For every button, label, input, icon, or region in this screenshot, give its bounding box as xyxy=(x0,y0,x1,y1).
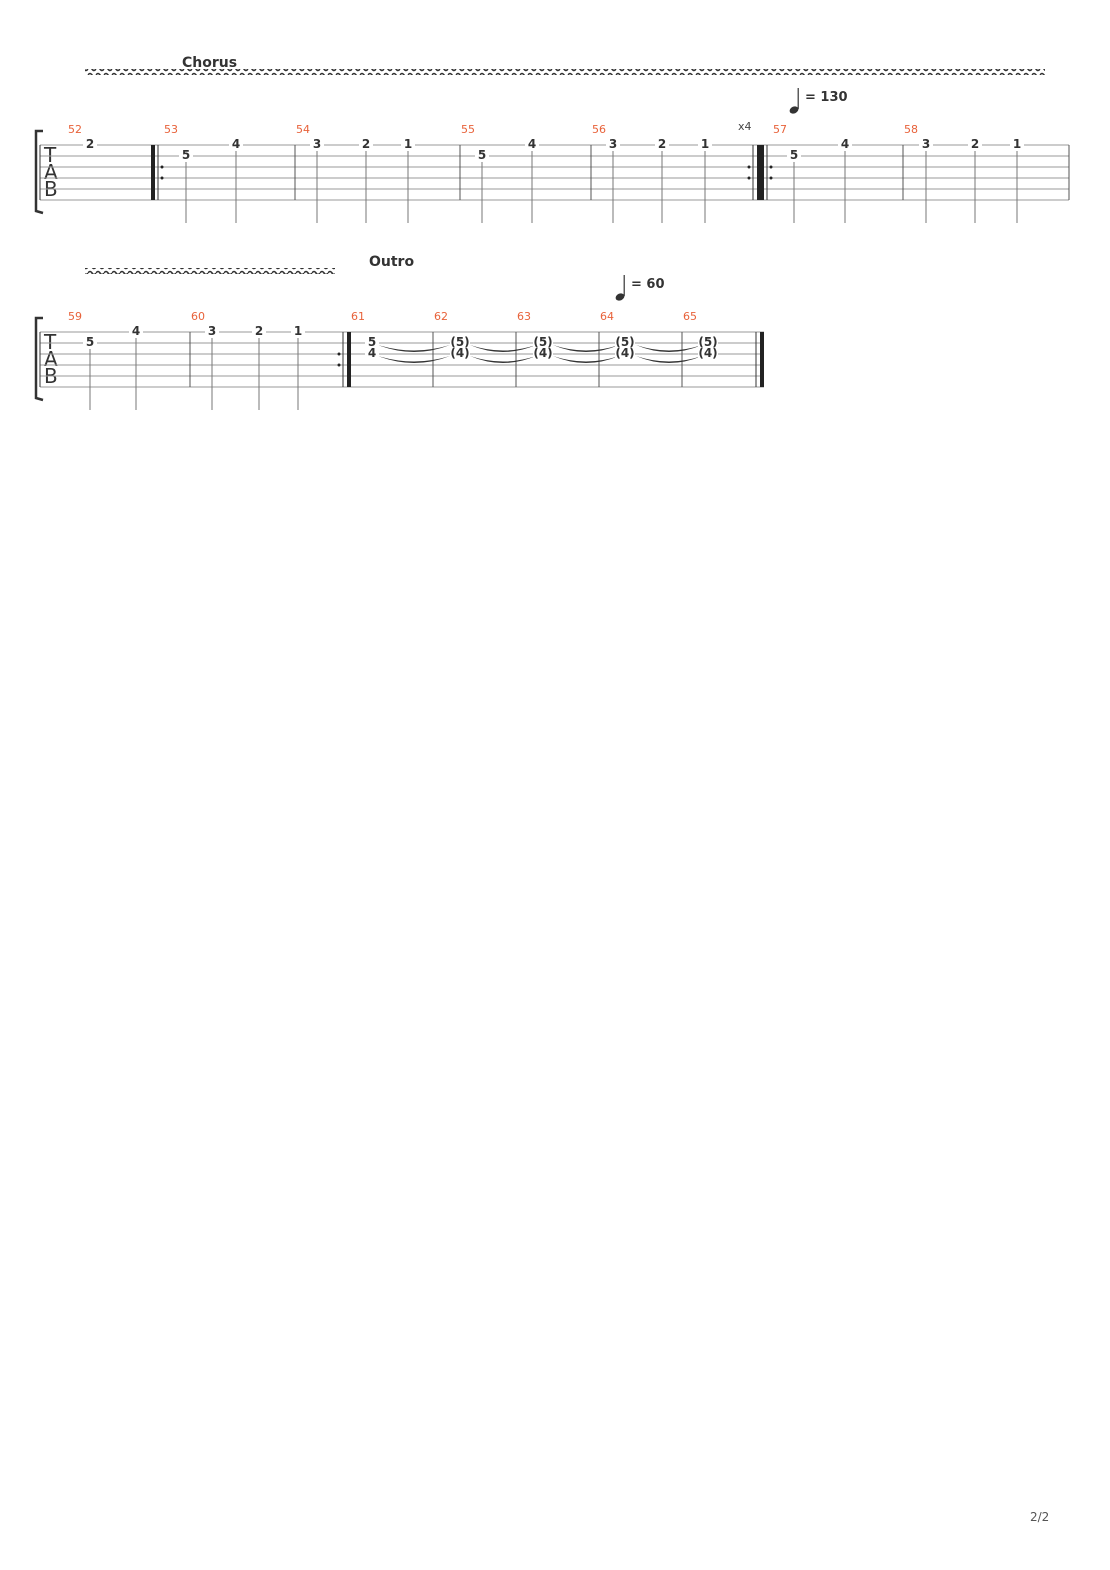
quarter-note-icon xyxy=(789,88,799,114)
measure-number: 54 xyxy=(296,123,310,136)
measure-number: 65 xyxy=(683,310,697,323)
fret-number: 4 xyxy=(132,324,140,338)
measure-number: 52 xyxy=(68,123,82,136)
fret-number: (5) xyxy=(450,335,469,349)
fret-number: (4) xyxy=(698,346,717,360)
fret-number: 3 xyxy=(922,137,930,151)
fret-number: 3 xyxy=(609,137,617,151)
section-label-outro: Outro xyxy=(369,254,414,270)
fret-number: 1 xyxy=(701,137,709,151)
fret-number: 4 xyxy=(368,346,376,360)
barlines xyxy=(189,332,764,387)
tab-clef: T A B xyxy=(43,143,58,201)
repeat-count: x4 xyxy=(738,120,752,133)
fret-number: 2 xyxy=(86,137,94,151)
staff-brace xyxy=(34,316,44,402)
fret-number: 5 xyxy=(368,335,376,349)
fret-number: 4 xyxy=(528,137,536,151)
measure-number: 56 xyxy=(592,123,606,136)
fret-number: (4) xyxy=(533,346,552,360)
staff-brace xyxy=(34,129,44,215)
fret-numbers: 2 5 4 3 2 1 5 4 3 2 1 5 4 xyxy=(83,137,1024,162)
fret-number: (4) xyxy=(450,346,469,360)
fret-number: 1 xyxy=(404,137,412,151)
system-1: Chorus = 130 T A B xyxy=(34,55,1070,223)
wavy-line xyxy=(85,268,335,274)
staff-lines xyxy=(40,144,1069,201)
fret-number: 3 xyxy=(208,324,216,338)
system-2: Outro = 60 T A B xyxy=(34,254,764,410)
quarter-note-icon xyxy=(615,275,625,301)
tempo-marking: = 60 xyxy=(615,275,665,301)
fret-numbers: 5 4 3 2 1 5 4 (5) (4) (5) (4) (5) (4) xyxy=(83,324,718,360)
fret-number: 2 xyxy=(255,324,263,338)
fret-number: (5) xyxy=(698,335,717,349)
note-stems xyxy=(89,337,299,410)
fret-number: 5 xyxy=(86,335,94,349)
tempo-marking: = 130 xyxy=(789,88,848,114)
fret-number: 2 xyxy=(362,137,370,151)
fret-number: 4 xyxy=(232,137,240,151)
fret-number: 3 xyxy=(313,137,321,151)
fret-number: 1 xyxy=(1013,137,1021,151)
measure-numbers: 59 60 61 62 63 64 65 xyxy=(68,310,697,323)
fret-number: (5) xyxy=(615,335,634,349)
fret-number: 2 xyxy=(971,137,979,151)
barlines xyxy=(151,145,1070,200)
measure-number: 63 xyxy=(517,310,531,323)
measure-number: 58 xyxy=(904,123,918,136)
fret-number: (5) xyxy=(533,335,552,349)
fret-number: 4 xyxy=(841,137,849,151)
measure-numbers: 52 53 54 55 56 57 58 xyxy=(68,123,918,136)
measure-number: 60 xyxy=(191,310,205,323)
measure-number: 57 xyxy=(773,123,787,136)
fret-number: 2 xyxy=(658,137,666,151)
section-label-chorus: Chorus xyxy=(182,55,237,71)
measure-number: 53 xyxy=(164,123,178,136)
fret-number: 5 xyxy=(790,148,798,162)
svg-text:T: T xyxy=(43,143,57,167)
fret-number: 5 xyxy=(478,148,486,162)
svg-text:T: T xyxy=(43,330,57,354)
note-stems xyxy=(185,150,1018,223)
tie-arcs xyxy=(378,345,702,363)
measure-number: 62 xyxy=(434,310,448,323)
tempo-value: = 60 xyxy=(631,277,665,292)
fret-number: 1 xyxy=(294,324,302,338)
measure-number: 55 xyxy=(461,123,475,136)
staff-lines xyxy=(40,331,764,388)
tempo-value: = 130 xyxy=(805,90,848,105)
measure-number: 59 xyxy=(68,310,82,323)
page-number: 2/2 xyxy=(1030,1510,1050,1524)
wavy-line xyxy=(85,69,1045,75)
fret-number: 5 xyxy=(182,148,190,162)
fret-number: (4) xyxy=(615,346,634,360)
tab-clef: T A B xyxy=(43,330,58,388)
measure-number: 61 xyxy=(351,310,365,323)
measure-number: 64 xyxy=(600,310,614,323)
